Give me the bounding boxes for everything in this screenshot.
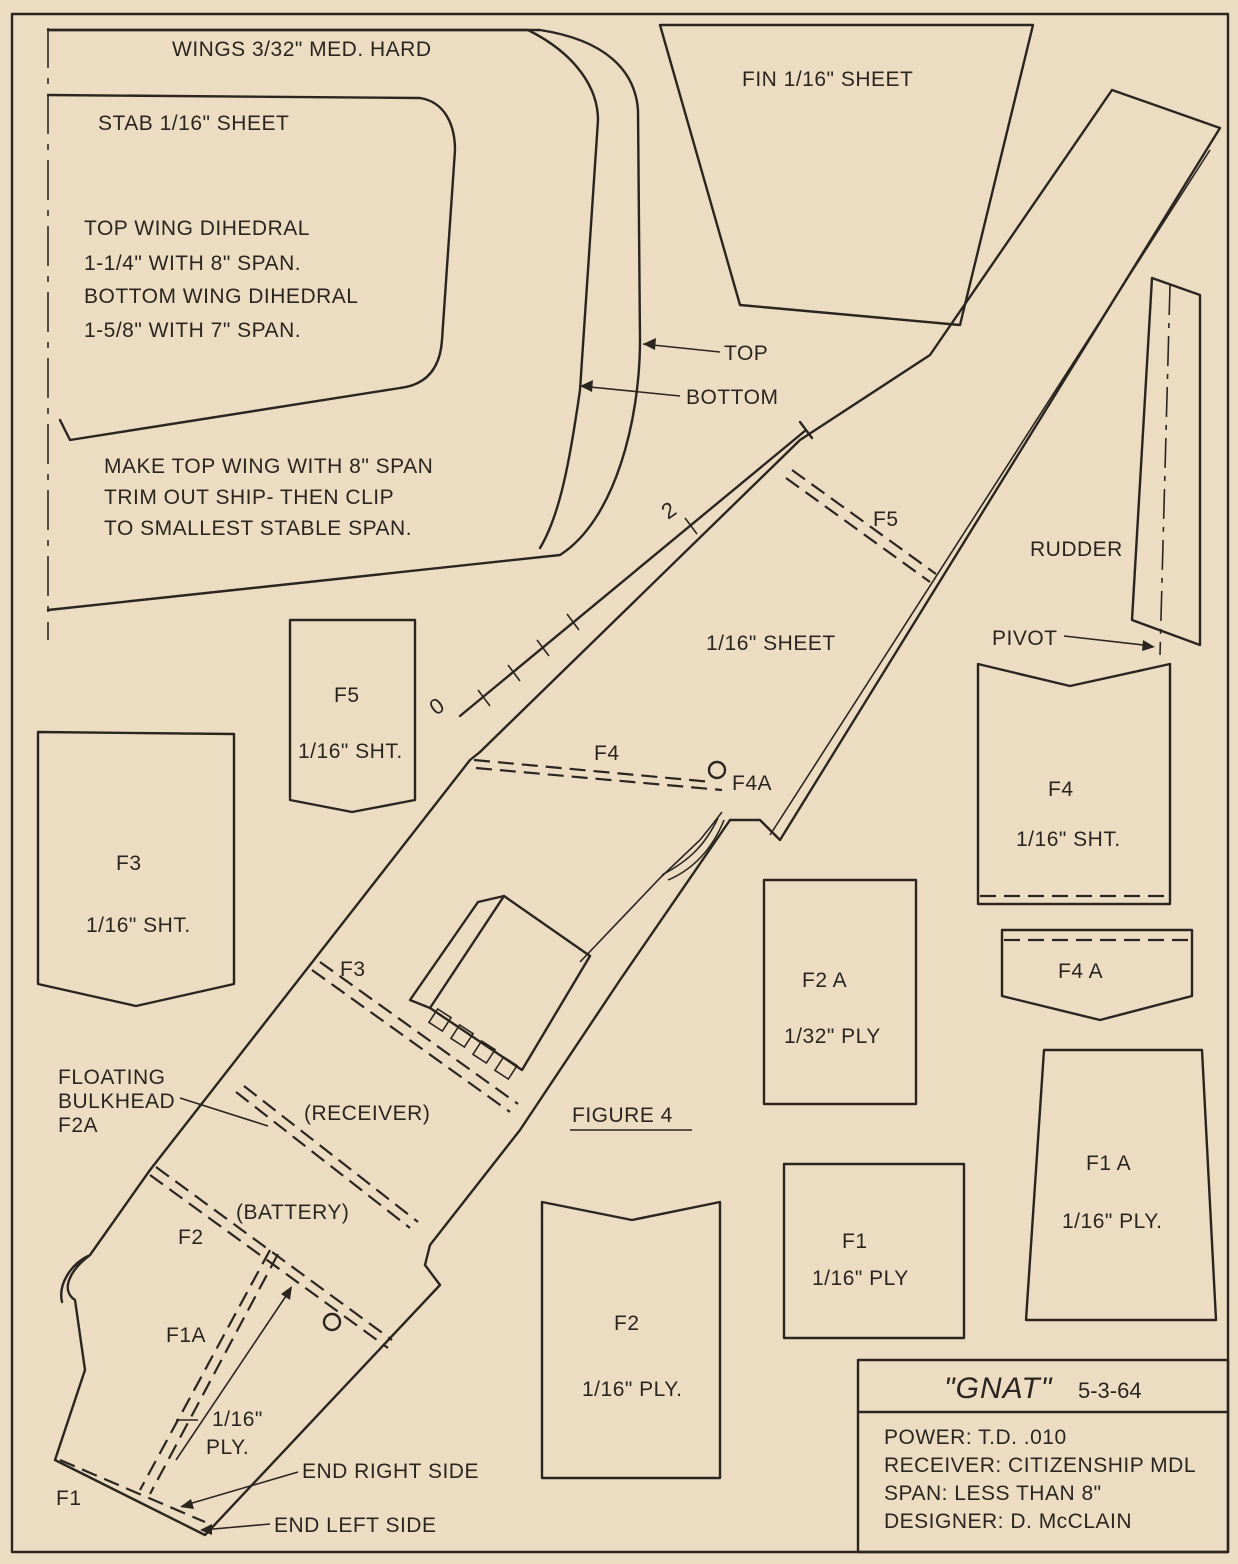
part-f1-name: F1 bbox=[842, 1230, 868, 1253]
f1a-fuselage-label: F1A bbox=[166, 1324, 206, 1347]
title-line-3: SPAN: LESS THAN 8" bbox=[884, 1482, 1102, 1505]
bottom-wing-outline bbox=[46, 28, 600, 550]
f5-fuselage-label: F5 bbox=[873, 508, 899, 531]
wings-label: WINGS 3/32" MED. HARD bbox=[172, 38, 432, 61]
part-f1a-name: F1 A bbox=[1086, 1152, 1131, 1175]
part-f4: F4 1/16" SHT. bbox=[976, 662, 1172, 906]
trim-note-1: MAKE TOP WING WITH 8" SPAN bbox=[104, 455, 433, 478]
end-right-side-label: END RIGHT SIDE bbox=[302, 1460, 479, 1483]
battery-label: (BATTERY) bbox=[236, 1201, 349, 1224]
title-block: "GNAT" 5-3-64 POWER: T.D. .010 RECEIVER:… bbox=[856, 1358, 1230, 1554]
f4a-fuselage-label: F4A bbox=[732, 772, 772, 795]
dihedral-note-3: BOTTOM WING DIHEDRAL bbox=[84, 285, 358, 308]
part-f2a: F2 A 1/32" PLY bbox=[762, 878, 918, 1106]
title-line-1: POWER: T.D. .010 bbox=[884, 1426, 1067, 1449]
top-label: TOP bbox=[724, 342, 768, 365]
part-f5: F5 1/16" SHT. bbox=[288, 618, 417, 814]
part-f5-name: F5 bbox=[334, 684, 360, 707]
receiver-label: (RECEIVER) bbox=[304, 1102, 430, 1125]
f1-fuselage-label: F1 bbox=[56, 1487, 82, 1510]
part-f4-name: F4 bbox=[1048, 778, 1074, 801]
floating-bulkhead-1: FLOATING bbox=[58, 1066, 165, 1089]
ply-label-2: PLY. bbox=[206, 1436, 249, 1459]
part-f4a: F4 A bbox=[1000, 928, 1194, 1022]
part-f5-spec: 1/16" SHT. bbox=[298, 740, 403, 763]
part-f2a-spec: 1/32" PLY bbox=[784, 1025, 881, 1048]
f2-fuselage-label: F2 bbox=[178, 1226, 204, 1249]
scale-mark-2: 2 bbox=[657, 497, 681, 525]
floating-bulkhead-2: BULKHEAD bbox=[58, 1090, 175, 1113]
stab-outline bbox=[46, 93, 457, 442]
model-name: "GNAT" bbox=[944, 1372, 1053, 1405]
fuselage-side: 0 2 1/16" SHEET F5 F4 F4A F3 bbox=[53, 88, 1222, 1537]
floating-bulkhead-3: F2A bbox=[58, 1114, 98, 1137]
part-f2-name: F2 bbox=[614, 1312, 640, 1335]
trim-note-2: TRIM OUT SHIP- THEN CLIP bbox=[104, 486, 394, 509]
fin-part: FIN 1/16" SHEET bbox=[658, 23, 1035, 327]
pivot-label: PIVOT bbox=[992, 627, 1058, 650]
dihedral-note-1: TOP WING DIHEDRAL bbox=[84, 217, 310, 240]
dihedral-note-4: 1-5/8" WITH 7" SPAN. bbox=[84, 319, 301, 342]
scale-mark-0: 0 bbox=[425, 693, 449, 721]
part-f3: F3 1/16" SHT. bbox=[36, 730, 236, 1008]
end-left-side-label: END LEFT SIDE bbox=[274, 1514, 436, 1537]
f3-fuselage-label: F3 bbox=[340, 958, 366, 981]
f4-fuselage-label: F4 bbox=[594, 742, 620, 765]
model-date: 5-3-64 bbox=[1078, 1378, 1142, 1403]
part-f1-spec: 1/16" PLY bbox=[812, 1267, 909, 1290]
part-f2a-name: F2 A bbox=[802, 969, 847, 992]
rudder-label: RUDDER bbox=[1030, 538, 1123, 561]
trim-note-3: TO SMALLEST STABLE SPAN. bbox=[104, 517, 412, 540]
part-f3-spec: 1/16" SHT. bbox=[86, 914, 191, 937]
part-f4a-name: F4 A bbox=[1058, 960, 1103, 983]
stab-label: STAB 1/16" SHEET bbox=[98, 112, 289, 135]
ply-label-1: 1/16" bbox=[212, 1408, 263, 1431]
top-wing-outline bbox=[46, 28, 642, 612]
part-f3-name: F3 bbox=[116, 852, 142, 875]
bottom-label: BOTTOM bbox=[686, 386, 778, 409]
wing-stab-panel: WINGS 3/32" MED. HARD STAB 1/16" SHEET T… bbox=[46, 28, 778, 640]
part-f1: F1 1/16" PLY bbox=[782, 1162, 966, 1340]
sheet-label: 1/16" SHEET bbox=[706, 632, 836, 655]
dihedral-note-2: 1-1/4" WITH 8" SPAN. bbox=[84, 252, 301, 275]
figure-label: FIGURE 4 bbox=[572, 1104, 673, 1127]
title-line-4: DESIGNER: D. McCLAIN bbox=[884, 1510, 1132, 1533]
title-line-2: RECEIVER: CITIZENSHIP MDL bbox=[884, 1454, 1196, 1477]
part-f1a: F1 A 1/16" PLY. bbox=[1024, 1048, 1218, 1322]
sheet-border bbox=[10, 12, 1230, 1554]
rudder-part: RUDDER PIVOT bbox=[992, 276, 1202, 656]
part-f4-spec: 1/16" SHT. bbox=[1016, 828, 1121, 851]
fin-label: FIN 1/16" SHEET bbox=[742, 68, 913, 91]
part-f1a-spec: 1/16" PLY. bbox=[1062, 1210, 1162, 1233]
part-f2: F2 1/16" PLY. bbox=[540, 1200, 722, 1480]
part-f2-spec: 1/16" PLY. bbox=[582, 1378, 682, 1401]
